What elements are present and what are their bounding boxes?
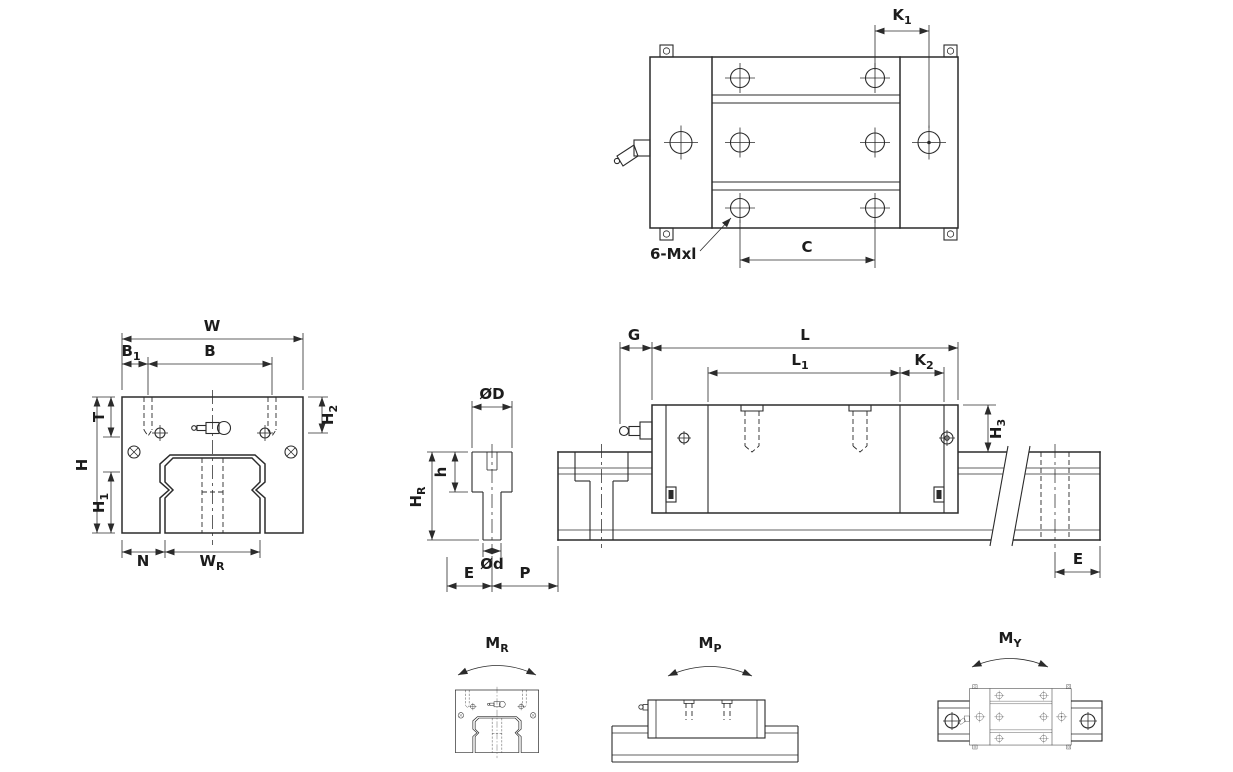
grease-nipple-plan — [613, 139, 651, 167]
front-view-dimensions: W B B1 H T H1 H2 — [73, 317, 340, 573]
dim-label-e-left: E — [464, 564, 474, 582]
mounting-holes — [725, 63, 890, 223]
moment-view-mr: MR — [455, 634, 539, 759]
rail-cross-section — [164, 457, 261, 534]
dim-label-e-right: E — [1073, 550, 1083, 568]
carriage-cross-section — [121, 396, 304, 534]
dim-label-h: H — [73, 459, 91, 472]
side-view: G L L1 K2 H3 ØD h — [407, 326, 1101, 592]
rail-break-gap — [990, 446, 1030, 546]
thread-callout-label: 6-Mxl — [650, 245, 696, 263]
dim-label-hr: HR — [407, 486, 428, 508]
side-grease-ports — [152, 425, 273, 441]
endcap-screws — [659, 44, 958, 241]
dim-label-wr: WR — [199, 552, 225, 573]
dim-label-h1: H1 — [90, 493, 111, 513]
dim-label-c: C — [801, 238, 812, 256]
end-seals — [665, 486, 945, 503]
top-view-outline — [613, 44, 959, 241]
top-view: K1 C 6-Mxl — [613, 6, 959, 268]
dim-label-k2: K2 — [914, 351, 933, 372]
carriage-body-side — [651, 404, 959, 514]
bolt-detail — [471, 444, 513, 550]
moment-label-mr: MR — [485, 634, 509, 655]
moment-label-mp: MP — [699, 634, 722, 655]
side-mount-marks — [127, 445, 298, 459]
dim-label-g: G — [628, 326, 640, 344]
endcap-reference-holes — [664, 125, 946, 160]
mini-top-view — [937, 684, 1103, 750]
top-view-dimensions: K1 C 6-Mxl — [650, 6, 930, 268]
rail-bolt-hole-hidden — [1040, 444, 1070, 548]
dim-label-b: B — [204, 342, 215, 360]
front-view: W B B1 H T H1 H2 — [73, 317, 340, 573]
thread-callout-leader — [699, 217, 732, 252]
moment-arrow-mr — [457, 665, 537, 676]
front-view-outline — [121, 390, 304, 545]
moment-arrow-my — [971, 658, 1049, 668]
dim-label-h3: H3 — [987, 419, 1008, 439]
rail-bolt-hole-section — [574, 444, 629, 548]
dim-label-k1: K1 — [892, 6, 911, 27]
dim-label-w: W — [204, 317, 221, 335]
dim-label-n: N — [137, 552, 150, 570]
grease-nipple-front — [191, 420, 232, 436]
top-thread-holes — [143, 397, 277, 437]
dim-label-b1: B1 — [121, 342, 140, 363]
carriage-thread-holes-side — [740, 405, 872, 453]
dim-label-dD: ØD — [479, 385, 504, 403]
dim-label-h2: H2 — [319, 405, 340, 425]
mini-front-view — [455, 686, 539, 759]
moment-view-my: MY — [937, 629, 1103, 750]
moment-label-my: MY — [999, 629, 1023, 650]
grease-nipple-side — [618, 421, 653, 440]
moment-view-mp: MP — [611, 634, 799, 763]
dim-label-t: T — [90, 411, 108, 422]
moment-arrow-mp — [667, 666, 753, 677]
dim-label-l1: L1 — [791, 351, 808, 372]
carriage-side — [618, 404, 959, 514]
side-view-dimensions: G L L1 K2 H3 ØD h — [407, 326, 1101, 592]
mini-side-view — [611, 699, 799, 763]
dim-label-p: P — [520, 564, 531, 582]
dim-label-h-head: h — [432, 467, 450, 478]
dim-label-l: L — [800, 326, 810, 344]
